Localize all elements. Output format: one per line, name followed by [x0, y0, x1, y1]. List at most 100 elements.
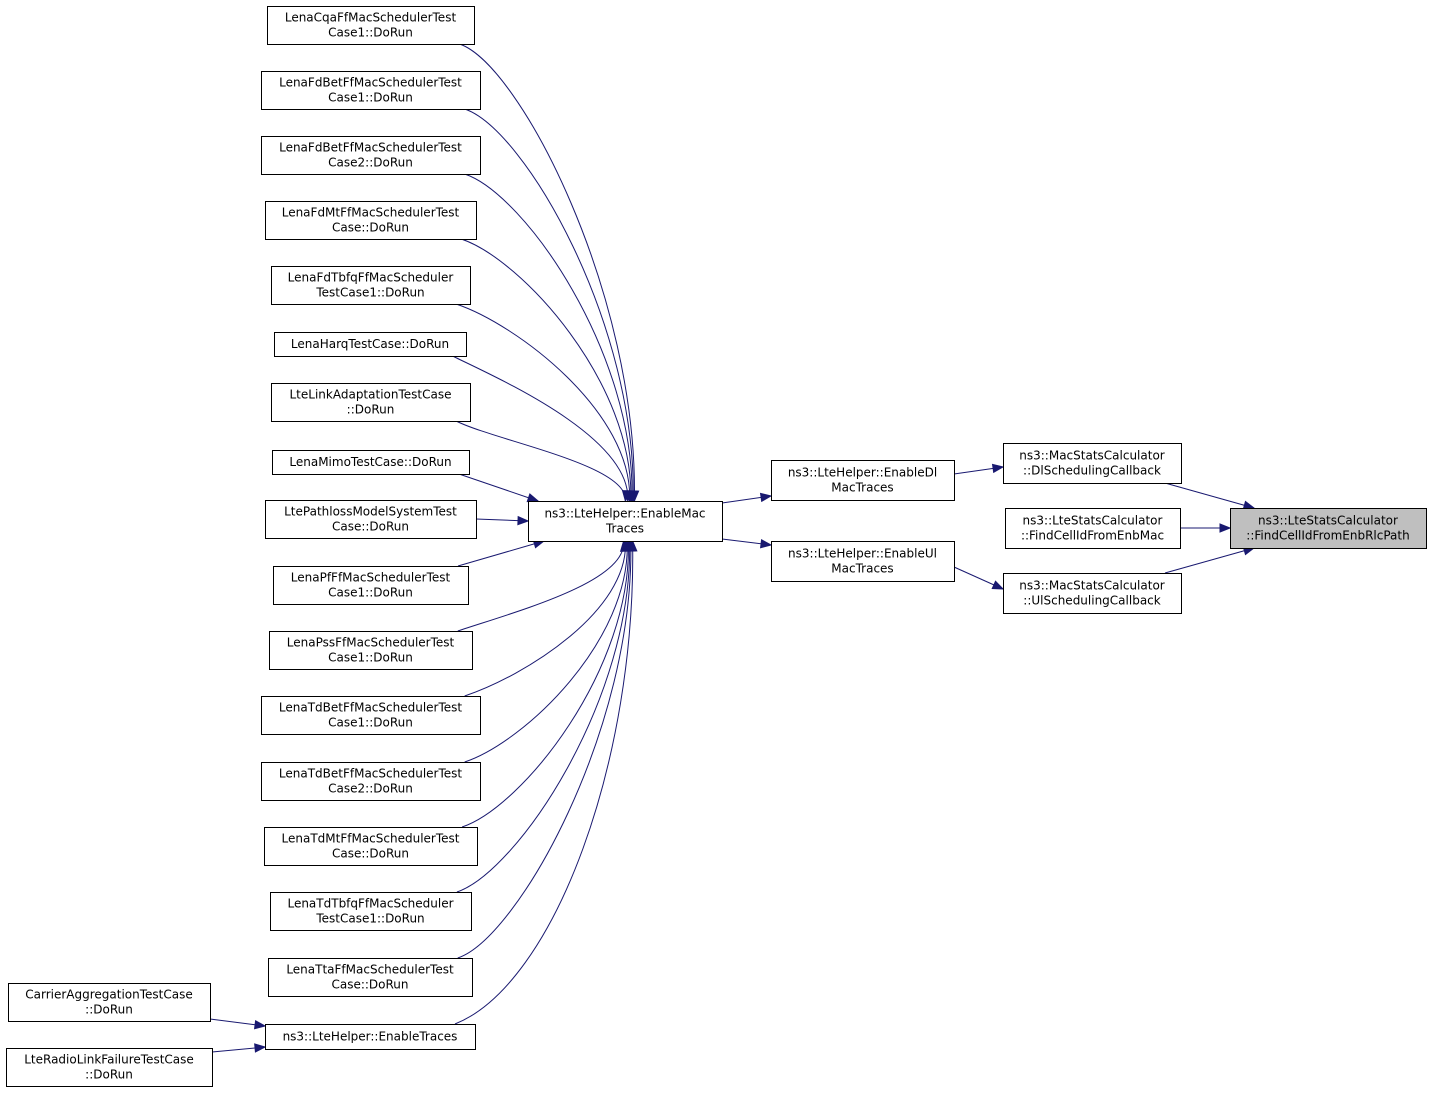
- node-label: LenaMimoTestCase::DoRun: [289, 455, 451, 469]
- edge: [458, 473, 539, 502]
- node-find-rlc[interactable]: ns3::LteStatsCalculator::FindCellIdFromE…: [1230, 508, 1427, 549]
- node-label: ::DoRun: [85, 1003, 133, 1017]
- arrowhead: [628, 539, 638, 552]
- edge: [464, 540, 628, 763]
- node-box: [6, 1048, 213, 1087]
- edge: [455, 303, 631, 502]
- node-label: LenaTdTbfqFfMacScheduler: [287, 897, 453, 911]
- node-label: ::DoRun: [347, 403, 395, 417]
- node-harq[interactable]: LenaHarqTestCase::DoRun: [274, 332, 467, 357]
- arrowhead: [759, 492, 773, 503]
- node-box: [268, 958, 473, 997]
- node-label: LenaHarqTestCase::DoRun: [291, 337, 449, 351]
- node-label: MacTraces: [831, 481, 893, 495]
- node-label: ::FindCellIdFromEnbMac: [1021, 529, 1164, 543]
- node-box: [1003, 573, 1182, 614]
- edge: [464, 173, 633, 502]
- node-label: LenaFdMtFfMacSchedulerTest: [282, 206, 460, 220]
- node-label: ns3::LteStatsCalculator: [1258, 514, 1398, 528]
- node-label: LenaTdMtFfMacSchedulerTest: [282, 832, 460, 846]
- node-dlsched[interactable]: ns3::MacStatsCalculator::DlSchedulingCal…: [1003, 443, 1182, 484]
- node-box: [265, 1024, 476, 1050]
- edge: [457, 540, 632, 959]
- arrowhead: [991, 463, 1005, 474]
- node-enabletraces[interactable]: ns3::LteHelper::EnableTraces: [265, 1024, 476, 1050]
- node-label: ns3::LteStatsCalculator: [1023, 514, 1163, 528]
- node-label: Case::DoRun: [332, 847, 409, 861]
- node-box: [1005, 508, 1181, 549]
- node-label: Case::DoRun: [332, 520, 409, 534]
- node-box: [8, 983, 211, 1022]
- node-box: [272, 450, 470, 475]
- edge: [457, 540, 625, 632]
- node-label: Case::DoRun: [332, 221, 409, 235]
- edge: [1164, 547, 1255, 574]
- node-carrier[interactable]: CarrierAggregationTestCase::DoRun: [8, 983, 211, 1022]
- arrowhead: [517, 515, 530, 526]
- nodes-layer: LenaCqaFfMacSchedulerTestCase1::DoRunLen…: [6, 6, 1427, 1087]
- node-box: [771, 460, 955, 501]
- node-label: ns3::LteHelper::EnableUl: [788, 547, 937, 561]
- node-box: [771, 541, 955, 582]
- edge: [454, 540, 634, 1025]
- node-label: LenaPssFfMacSchedulerTest: [287, 636, 455, 650]
- node-box: [265, 201, 477, 240]
- arrowhead: [991, 580, 1005, 590]
- edge: [461, 540, 629, 828]
- node-label: LtePathlossModelSystemTest: [284, 505, 457, 519]
- edge: [464, 540, 626, 697]
- node-label: Case1::DoRun: [328, 586, 413, 600]
- arrowhead: [253, 1019, 267, 1030]
- arrowhead: [526, 493, 540, 503]
- node-box: [261, 696, 481, 735]
- node-box: [1230, 508, 1427, 549]
- arrowhead: [621, 490, 632, 503]
- edge: [1164, 482, 1255, 509]
- node-label: Case1::DoRun: [328, 91, 413, 105]
- node-box: [274, 332, 467, 357]
- node-label: LenaTtaFfMacSchedulerTest: [286, 963, 454, 977]
- node-ulsched[interactable]: ns3::MacStatsCalculator::UlSchedulingCal…: [1003, 573, 1182, 614]
- node-label: ns3::LteHelper::EnableMac: [544, 507, 705, 521]
- node-label: Traces: [605, 522, 644, 536]
- edge: [457, 540, 545, 567]
- node-label: ns3::LteHelper::EnableDl: [788, 466, 937, 480]
- node-box: [270, 892, 472, 931]
- node-box: [269, 631, 473, 670]
- node-linkadapt[interactable]: LteLinkAdaptationTestCase::DoRun: [271, 383, 471, 422]
- edge: [461, 238, 632, 502]
- arrowhead: [254, 1043, 267, 1053]
- node-label: ::UlSchedulingCallback: [1023, 594, 1160, 608]
- node-mimo[interactable]: LenaMimoTestCase::DoRun: [272, 450, 470, 475]
- node-box: [267, 6, 475, 45]
- node-label: LenaTdBetFfMacSchedulerTest: [279, 701, 463, 715]
- node-rlf[interactable]: LteRadioLinkFailureTestCase::DoRun: [6, 1048, 213, 1087]
- node-label: TestCase1::DoRun: [315, 286, 424, 300]
- node-label: LteLinkAdaptationTestCase: [290, 388, 452, 402]
- node-findenbmac[interactable]: ns3::LteStatsCalculator::FindCellIdFromE…: [1005, 508, 1181, 549]
- node-box: [273, 566, 469, 605]
- node-box: [271, 383, 471, 422]
- edge: [452, 355, 629, 502]
- node-label: MacTraces: [831, 562, 893, 576]
- arrowhead: [1219, 523, 1232, 533]
- node-box: [261, 136, 481, 175]
- node-label: LenaCqaFfMacSchedulerTest: [285, 11, 457, 25]
